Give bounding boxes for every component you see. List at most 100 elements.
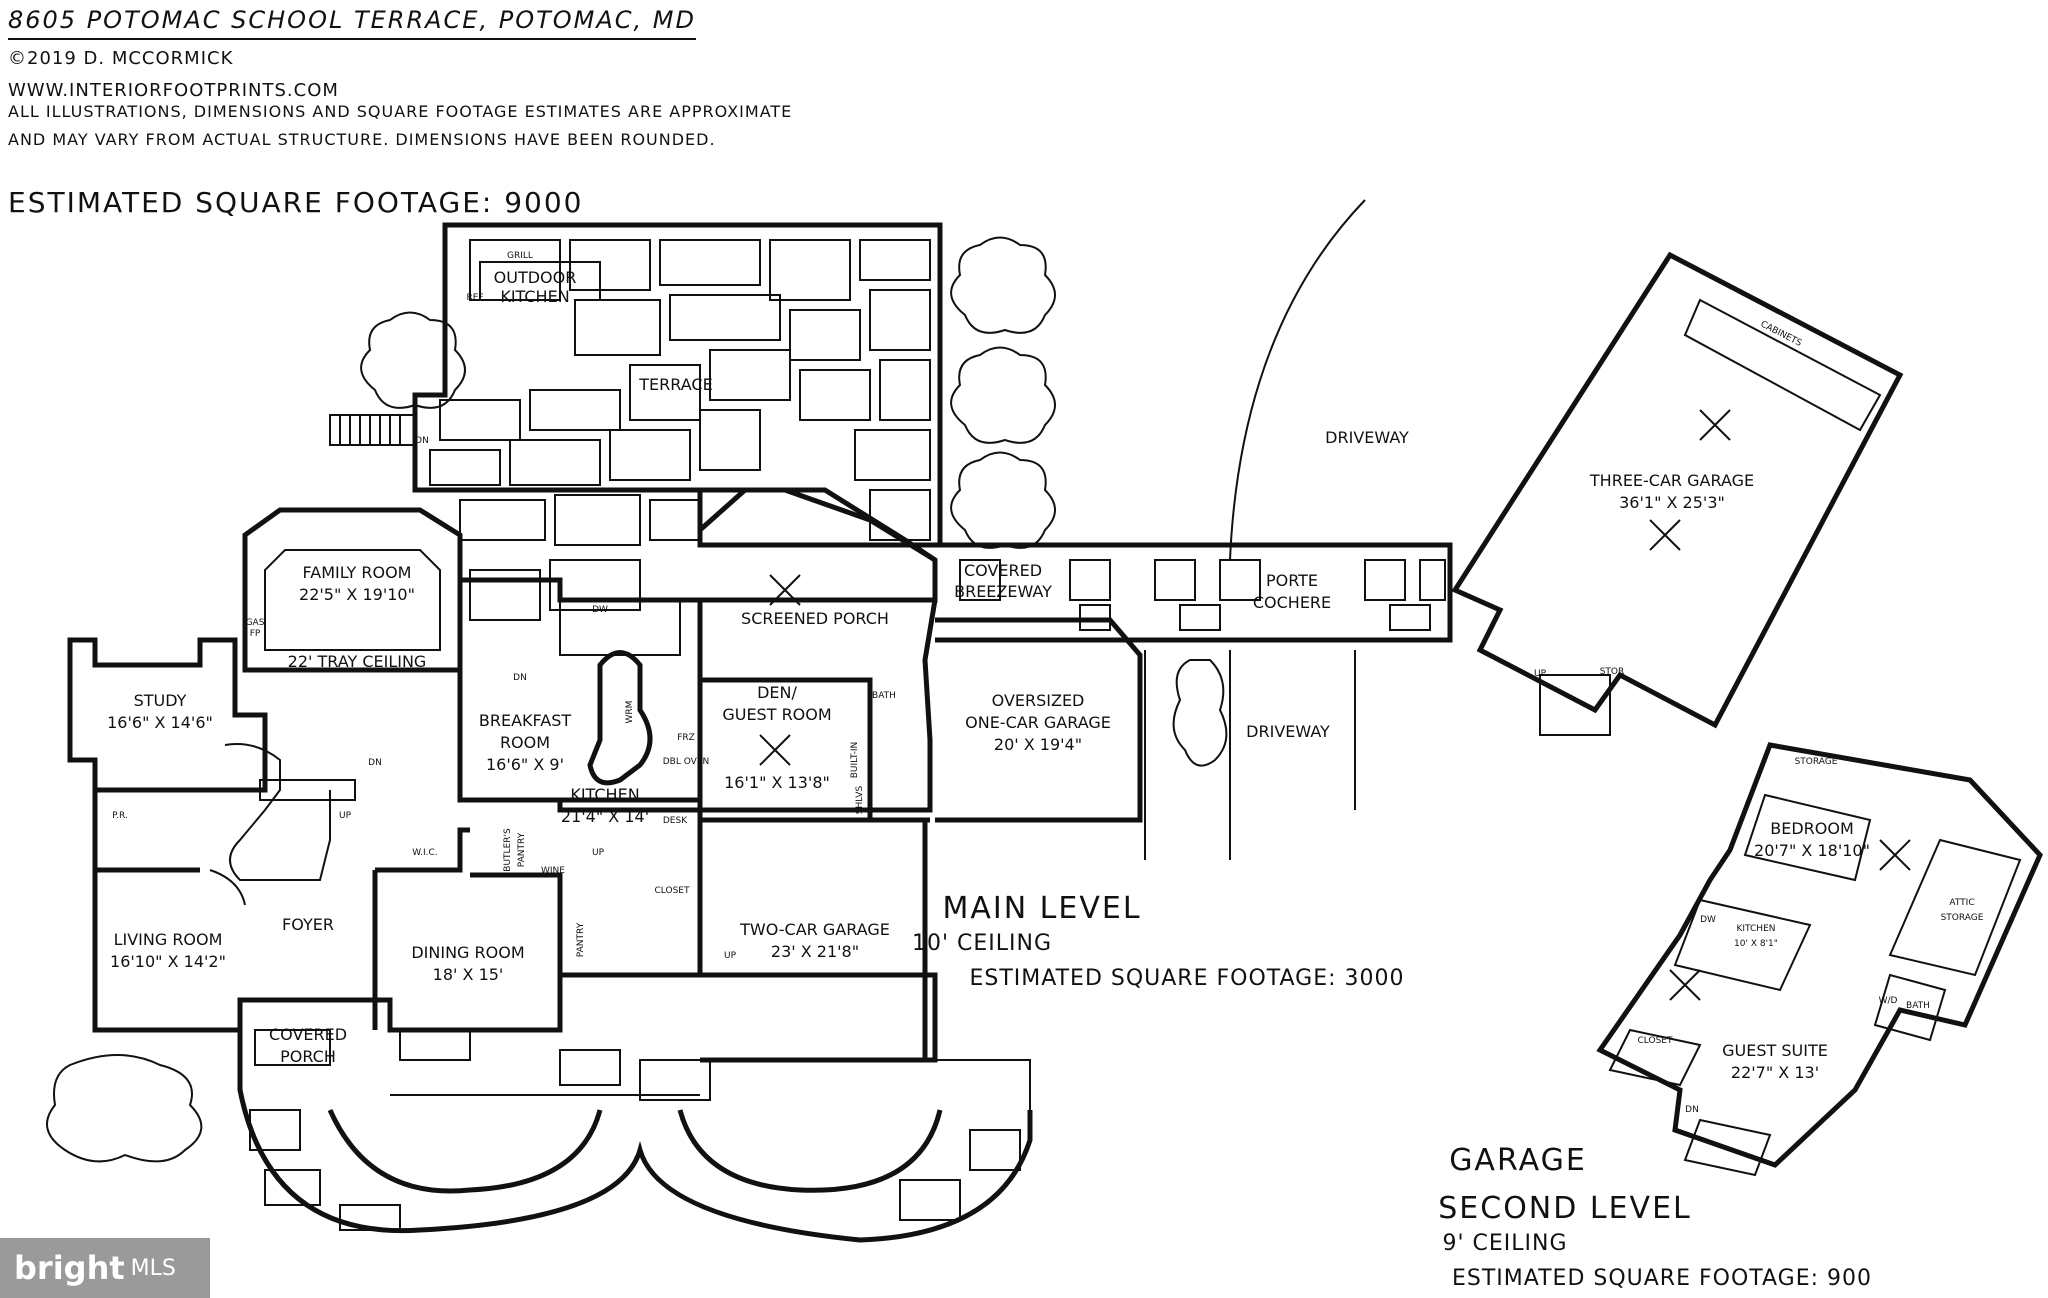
- porte-cochere-label-2: COCHERE: [1253, 593, 1331, 612]
- bright-logo-suffix: MLS: [130, 1255, 176, 1281]
- den-dim: 16'1" X 13'8": [724, 773, 830, 792]
- breezeway-label: COVERED: [964, 561, 1042, 580]
- garage-level-title-2: SECOND LEVEL: [1438, 1191, 1692, 1226]
- breakfast-label-2: ROOM: [500, 733, 550, 752]
- covered-porch-label: COVERED: [269, 1025, 347, 1044]
- grill-label: GRILL: [507, 251, 533, 261]
- butlers-pantry-label-2: PANTRY: [517, 832, 527, 867]
- shelves-label: SHLVS: [855, 786, 865, 815]
- outdoor-kitchen-label: OUTDOOR: [494, 268, 577, 287]
- built-in-label: BUILT-IN: [850, 742, 860, 779]
- garage-kitchen-dim: 10' X 8'1": [1734, 939, 1778, 949]
- gas-fp-label-2: FP: [250, 629, 261, 639]
- breezeway: [935, 542, 1453, 643]
- ceiling-fans: [759, 409, 1911, 1001]
- down-label-terrace: DN: [415, 436, 429, 446]
- attic-storage-label: ATTIC: [1949, 898, 1974, 908]
- kitchen-dim: 21'4" X 14': [561, 807, 649, 826]
- up-label-foyer: UP: [339, 811, 352, 821]
- total-square-footage: ESTIMATED SQUARE FOOTAGE: 9000: [8, 186, 584, 219]
- breakfast-label: BREAKFAST: [479, 711, 571, 730]
- room-labels: OUTDOOR KITCHEN GRILL REF TERRACE DRIVEW…: [107, 251, 1984, 1115]
- disclaimer-line-1: ALL ILLUSTRATIONS, DIMENSIONS AND SQUARE…: [8, 102, 793, 121]
- freezer-label: FRZ: [677, 733, 695, 743]
- den-label-2: GUEST ROOM: [722, 705, 831, 724]
- guest-suite-dim: 22'7" X 13': [1731, 1063, 1819, 1082]
- dining-room-label: DINING ROOM: [411, 943, 524, 962]
- copyright-text: ©2019 D. MCCORMICK: [8, 48, 234, 69]
- closet-label: CLOSET: [655, 886, 690, 896]
- up-label-kitchen: UP: [592, 848, 605, 858]
- two-car-garage-label: TWO-CAR GARAGE: [739, 920, 890, 939]
- two-car-garage-dim: 23' X 21'8": [771, 942, 859, 961]
- property-address: 8605 POTOMAC SCHOOL TERRACE, POTOMAC, MD: [8, 6, 696, 40]
- washer-dryer-label: W/D: [1879, 996, 1898, 1006]
- bath-label: BATH: [872, 691, 896, 701]
- driveway-label-2: DRIVEWAY: [1246, 722, 1330, 741]
- bright-logo-word: bright: [14, 1249, 125, 1287]
- screened-porch-label: SCREENED PORCH: [741, 609, 889, 628]
- storage-label: STORAGE: [1795, 757, 1838, 767]
- kitchen-label: KITCHEN: [570, 785, 639, 804]
- main-level-ceiling: 10' CEILING: [912, 931, 1052, 956]
- living-room-dim: 16'10" X 14'2": [110, 952, 226, 971]
- driveway-lines: [1144, 199, 1366, 860]
- study-dim: 16'6" X 14'6": [107, 713, 213, 732]
- powder-room-label: P.R.: [112, 811, 128, 821]
- garage-second-level-walls: [1596, 742, 2043, 1177]
- bedroom-label: BEDROOM: [1770, 819, 1854, 838]
- main-level-title: MAIN LEVEL: [942, 891, 1141, 926]
- bright-mls-logo: bright MLS: [0, 1238, 210, 1298]
- family-room-label: FAMILY ROOM: [303, 563, 412, 582]
- outdoor-ref-label: REF: [466, 293, 483, 303]
- main-level-sqft: ESTIMATED SQUARE FOOTAGE: 3000: [969, 966, 1404, 991]
- wine-label: WINE: [541, 866, 565, 876]
- garage-level-sqft: ESTIMATED SQUARE FOOTAGE: 900: [1452, 1266, 1872, 1291]
- three-car-garage-dim: 36'1" X 25'3": [1619, 493, 1725, 512]
- family-room-dim: 22'5" X 19'10": [299, 585, 415, 604]
- pantry-label: PANTRY: [576, 922, 586, 957]
- breezeway-label-2: BREEZEWAY: [954, 582, 1052, 601]
- oversized-garage-dim: 20' X 19'4": [994, 735, 1082, 754]
- guest-suite-label: GUEST SUITE: [1722, 1041, 1828, 1060]
- level-summary-main: MAIN LEVEL 10' CEILING ESTIMATED SQUARE …: [912, 891, 1404, 991]
- gas-fp-label: GAS: [246, 618, 265, 628]
- warmer-label: WRM: [625, 701, 635, 724]
- garage-closet-label: CLOSET: [1638, 1036, 1673, 1046]
- dishwasher-label: DW: [592, 605, 608, 615]
- bedroom-dim: 20'7" X 18'10": [1754, 841, 1870, 860]
- down-label-foyer: DN: [368, 758, 382, 768]
- three-car-garage-label: THREE-CAR GARAGE: [1589, 471, 1754, 490]
- outdoor-kitchen-label-2: KITCHEN: [500, 287, 569, 306]
- level-summary-garage: GARAGE SECOND LEVEL 9' CEILING ESTIMATED…: [1438, 1143, 1872, 1291]
- garage-level-title: GARAGE: [1449, 1143, 1587, 1178]
- wic-label: W.I.C.: [412, 848, 437, 858]
- living-room-label: LIVING ROOM: [114, 930, 223, 949]
- oversized-garage-label-2: ONE-CAR GARAGE: [965, 713, 1111, 732]
- down-label-guest: DN: [1685, 1105, 1699, 1115]
- dining-room-dim: 18' X 15': [433, 965, 504, 984]
- attic-storage-label-2: STORAGE: [1941, 913, 1984, 923]
- porte-cochere-label: PORTE: [1266, 571, 1318, 590]
- disclaimer-line-2: AND MAY VARY FROM ACTUAL STRUCTURE. DIME…: [8, 130, 716, 149]
- garage-dishwasher-label: DW: [1700, 915, 1716, 925]
- garage-level-ceiling: 9' CEILING: [1442, 1231, 1567, 1256]
- study-label: STUDY: [134, 691, 187, 710]
- garage-kitchen-label: KITCHEN: [1737, 924, 1776, 934]
- tray-ceiling-label: 22' TRAY CEILING: [288, 652, 427, 671]
- front-walkway: [237, 1000, 1033, 1243]
- covered-porch-label-2: PORCH: [280, 1047, 336, 1066]
- up-label-three-car: UP: [1534, 669, 1547, 679]
- website-text: WWW.INTERIORFOOTPRINTS.COM: [8, 80, 339, 101]
- den-label: DEN/: [757, 683, 797, 702]
- foyer-stair: [224, 743, 356, 881]
- desk-label: DESK: [663, 816, 688, 826]
- down-label-family: DN: [513, 673, 527, 683]
- up-label-garage: UP: [724, 951, 737, 961]
- breakfast-dim: 16'6" X 9': [486, 755, 564, 774]
- stor-label: STOR: [1600, 667, 1625, 677]
- double-oven-label: DBL OVEN: [663, 757, 709, 767]
- terrace-label: TERRACE: [638, 375, 712, 394]
